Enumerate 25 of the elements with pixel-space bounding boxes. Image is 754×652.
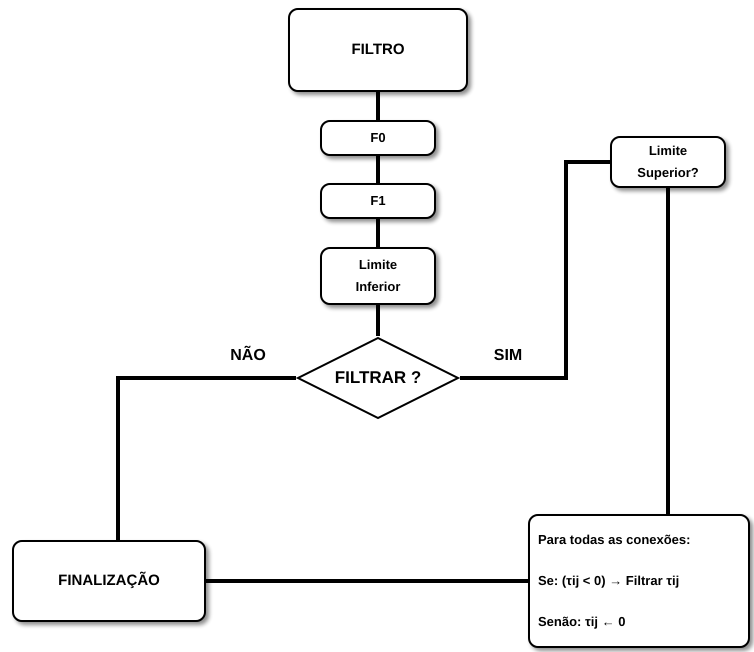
box-text: FINALIZAÇÃO [58,570,160,592]
process-box [610,136,726,188]
box-text: Limite Inferior [354,256,402,296]
box-text: F0 [370,128,386,147]
connector-line [460,160,610,380]
box-text: Se: (τij < 0) → Filtrar τij [538,572,680,590]
process-box [320,247,436,305]
box-text: Senão: τij ← 0 [538,612,626,631]
process-box [320,120,436,156]
box-text: Limite Superior? [636,142,700,182]
connector-line [376,92,380,120]
connector-line [116,376,296,540]
connector-line [206,579,528,583]
decision-text: FILTRAR ? [334,367,422,390]
process-box [320,183,436,219]
connector-line [376,305,380,336]
connector-line [376,219,380,247]
process-box [12,540,206,622]
process-box [528,514,750,648]
box-text: FILTRO [351,40,405,60]
box-text: F1 [370,192,386,210]
connector-line [376,156,380,183]
connector-line [666,188,670,514]
process-box [288,8,468,92]
box-text: Para todas as conexões: [538,531,690,550]
